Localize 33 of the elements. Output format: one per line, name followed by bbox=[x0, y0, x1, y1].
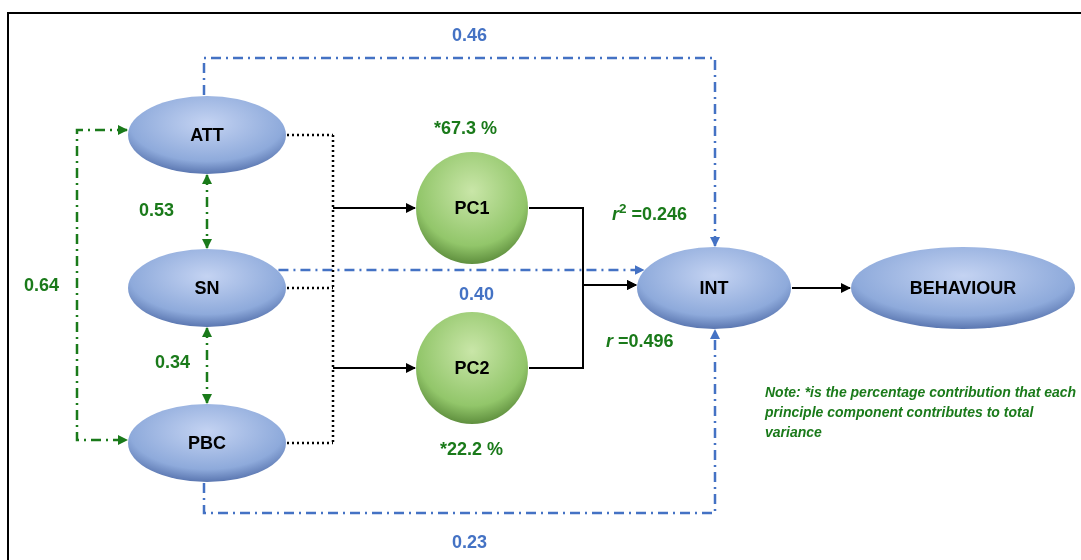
annotation: r =0.496 bbox=[606, 330, 674, 353]
node-label: SN bbox=[194, 276, 220, 300]
ellipse-node bbox=[636, 246, 792, 330]
ellipse-node bbox=[127, 403, 287, 483]
arrow bbox=[332, 363, 416, 373]
ellipse-node bbox=[850, 246, 1076, 330]
arrow bbox=[202, 327, 212, 404]
dotted-line bbox=[287, 441, 333, 445]
node-label: PC1 bbox=[454, 196, 490, 220]
annotation: *67.3 % bbox=[434, 117, 498, 140]
arrow bbox=[528, 280, 637, 369]
node-label: ATT bbox=[190, 123, 224, 147]
node-label: INT bbox=[699, 276, 729, 300]
arrow bbox=[202, 56, 720, 247]
arrow bbox=[791, 283, 851, 293]
ellipse-node bbox=[127, 95, 287, 175]
dotted-line bbox=[287, 133, 333, 137]
node-label: PBC bbox=[188, 431, 226, 455]
dotted-line bbox=[331, 135, 335, 443]
arrow bbox=[332, 203, 416, 213]
node-label: PC2 bbox=[454, 356, 490, 380]
annotation: r$^{2}$ =0.246 bbox=[612, 201, 688, 226]
arrow bbox=[202, 329, 720, 515]
arrow bbox=[75, 125, 128, 445]
ellipse-node bbox=[127, 248, 287, 328]
annotation: *22.2 % bbox=[440, 438, 504, 461]
arrow bbox=[278, 265, 645, 275]
dotted-line bbox=[287, 286, 333, 290]
note-text: Note: *is the percentage contribution that each principle component contributes to total variance bbox=[765, 383, 1077, 442]
node-label: BEHAVIOUR bbox=[909, 276, 1017, 300]
arrow bbox=[202, 174, 212, 249]
circle-node bbox=[415, 311, 529, 425]
circle-node bbox=[415, 151, 529, 265]
